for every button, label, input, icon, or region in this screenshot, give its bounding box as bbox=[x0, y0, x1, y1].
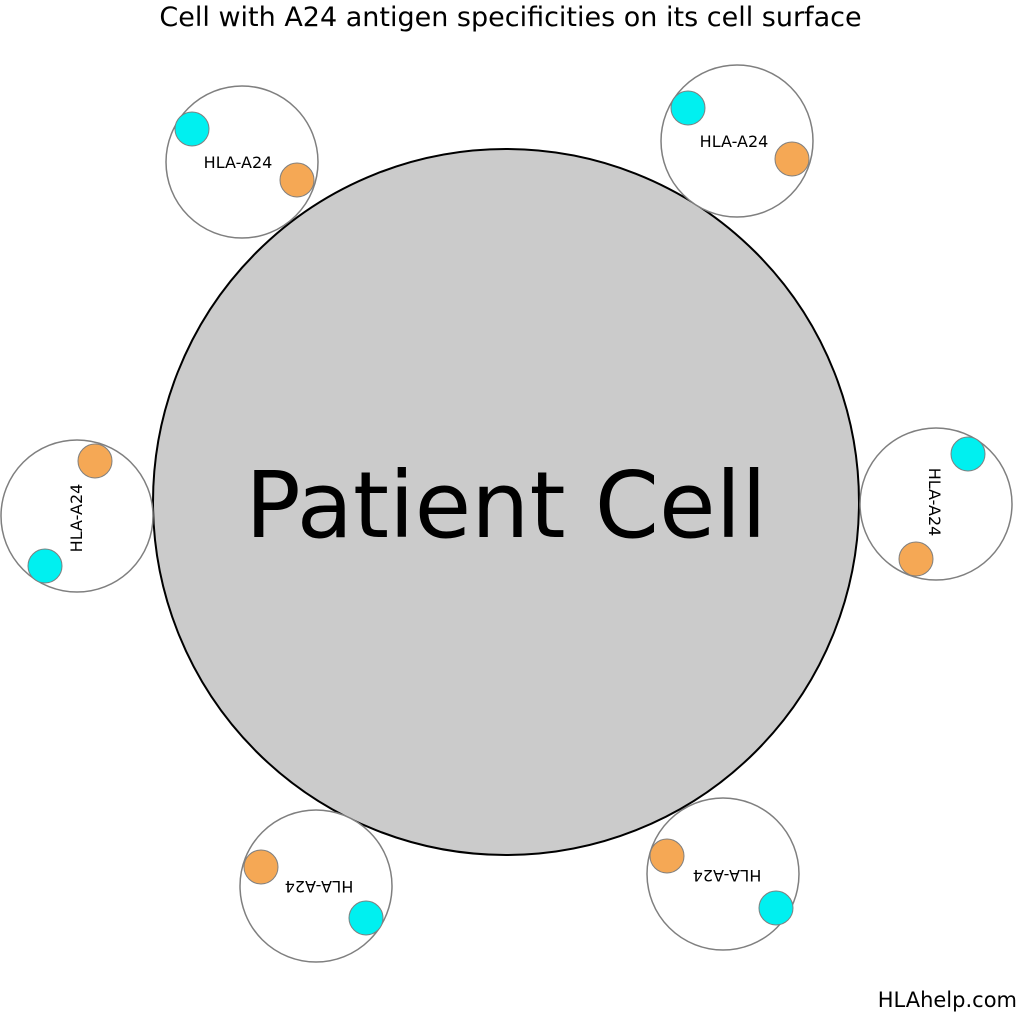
hla-antigen-left: HLA-A24 bbox=[0, 439, 154, 593]
patient-cell-label: Patient Cell bbox=[245, 452, 767, 559]
antigen-label: HLA-A24 bbox=[925, 468, 944, 537]
hla-antigen-bottom-right: HLA-A24 bbox=[646, 797, 800, 951]
antigen-label: HLA-A24 bbox=[700, 132, 769, 151]
hla-antigen-right: HLA-A24 bbox=[859, 427, 1013, 581]
antigen-label: HLA-A24 bbox=[204, 153, 273, 172]
cyan-dot bbox=[348, 900, 384, 936]
patient-cell bbox=[152, 148, 860, 856]
orange-dot bbox=[279, 162, 315, 198]
diagram-title: Cell with A24 antigen specificities on i… bbox=[159, 2, 862, 33]
orange-dot bbox=[774, 141, 810, 177]
orange-dot bbox=[243, 849, 279, 885]
cyan-dot bbox=[758, 890, 794, 926]
site-credit: HLAhelp.com bbox=[877, 988, 1017, 1012]
cyan-dot bbox=[950, 436, 986, 472]
orange-dot bbox=[898, 541, 934, 577]
hla-antigen-top-left: HLA-A24 bbox=[165, 85, 319, 239]
orange-dot bbox=[77, 443, 113, 479]
hla-antigen-top-right: HLA-A24 bbox=[660, 64, 814, 218]
antigen-label: HLA-A24 bbox=[693, 866, 762, 885]
cyan-dot bbox=[27, 548, 63, 584]
antigen-label: HLA-A24 bbox=[285, 877, 354, 896]
cyan-dot bbox=[174, 111, 210, 147]
cyan-dot bbox=[670, 90, 706, 126]
orange-dot bbox=[649, 838, 685, 874]
hla-antigen-bottom-left: HLA-A24 bbox=[239, 809, 393, 963]
antigen-label: HLA-A24 bbox=[67, 484, 86, 553]
